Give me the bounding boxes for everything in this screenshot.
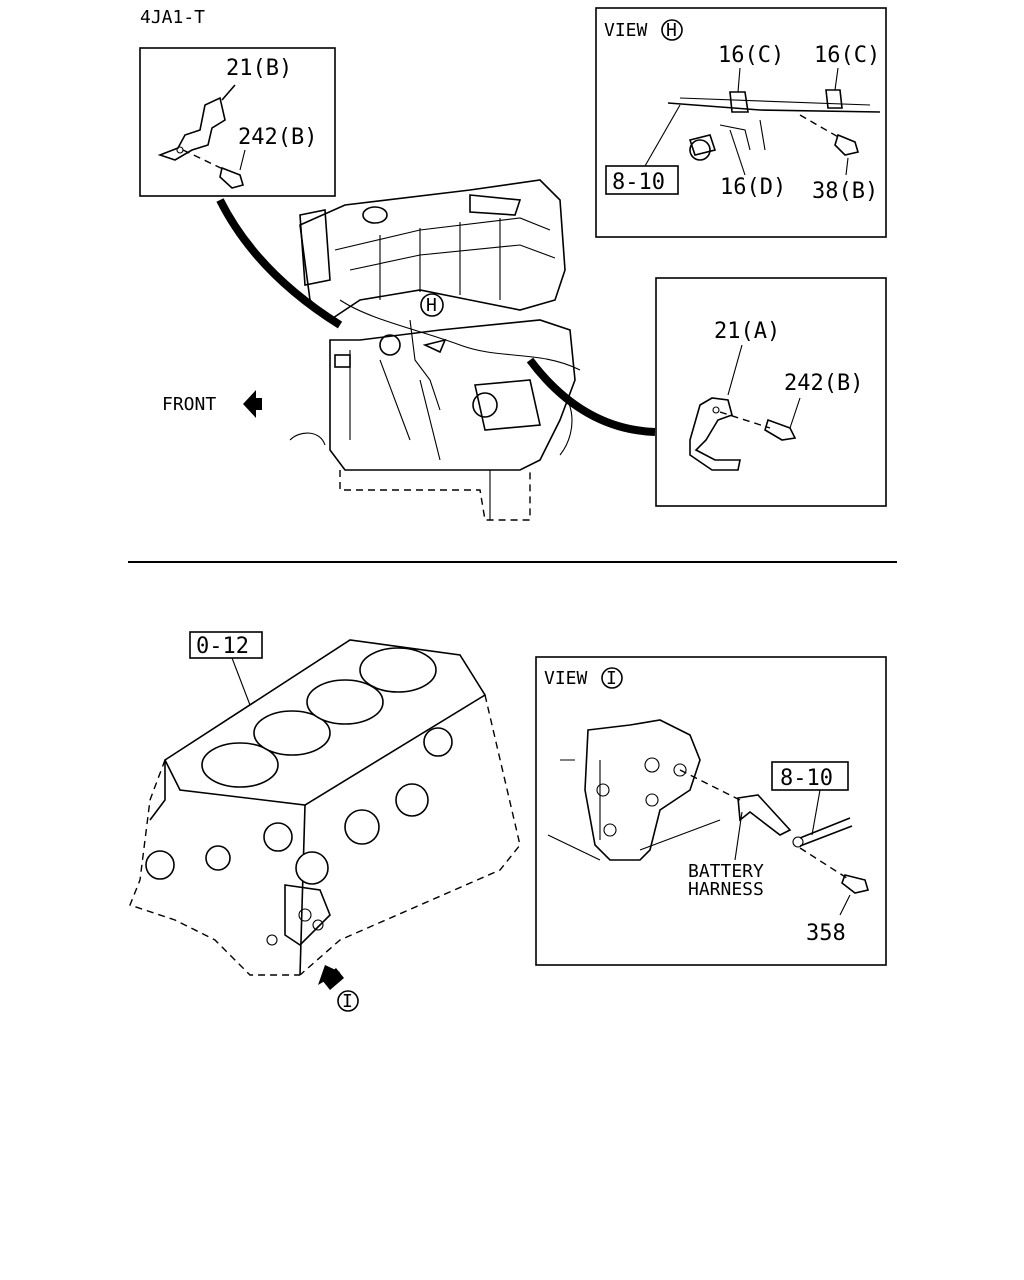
leader-curve-left xyxy=(216,198,343,329)
front-arrow-icon xyxy=(243,390,262,418)
inset-right: 21(A) 242(B) xyxy=(655,277,887,507)
engine-view-marker-h: H xyxy=(420,293,444,317)
engine-illustration xyxy=(289,179,581,521)
view-i-indicator: I xyxy=(318,965,359,1012)
svg-text:0-12: 0-12 xyxy=(196,634,249,659)
bolt-358-label: 358 xyxy=(806,921,846,946)
front-label: FRONT xyxy=(162,394,216,415)
view-h-label-38b: 38(B) xyxy=(812,179,878,204)
view-h-label-16c-left: 16(C) xyxy=(718,43,784,68)
view-h-title: VIEW xyxy=(604,20,648,41)
inset-upper-left-part-bracket: 21(B) xyxy=(226,56,292,81)
view-i-arrow-icon xyxy=(318,965,344,990)
view-i-marker-inbox: I xyxy=(606,668,617,689)
view-h-box: VIEW H 16(C) 16(C) 16(D) 38(B) 8-10 xyxy=(595,7,887,238)
cylinder-block-illustration xyxy=(129,639,521,976)
inset-right-part-bracket: 21(A) xyxy=(714,319,780,344)
view-h-marker: H xyxy=(666,20,677,41)
inset-right-part-bolt: 242(B) xyxy=(784,371,863,396)
harness-label: HARNESS xyxy=(688,879,764,900)
view-h-label-16c-right: 16(C) xyxy=(814,43,880,68)
battery-label: BATTERY xyxy=(688,861,764,882)
view-h-ref-box: 8-10 xyxy=(612,170,665,195)
inset-upper-left-part-bolt: 242(B) xyxy=(238,125,317,150)
block-ref-box: 0-12 xyxy=(189,631,263,659)
leader-curve-right xyxy=(526,357,656,436)
svg-text:H: H xyxy=(426,295,437,316)
view-h-label-16d: 16(D) xyxy=(720,175,786,200)
model-code: 4JA1-T xyxy=(140,7,205,28)
view-i-ref-box: 8-10 xyxy=(780,766,833,791)
view-i-marker: I xyxy=(342,991,353,1012)
view-i-title: VIEW xyxy=(544,668,588,689)
view-i-box: VIEW I 8-10 BATTERY HARNESS 358 xyxy=(535,656,887,966)
inset-upper-left: 21(B) 242(B) xyxy=(139,47,336,197)
front-indicator: FRONT xyxy=(162,390,262,418)
